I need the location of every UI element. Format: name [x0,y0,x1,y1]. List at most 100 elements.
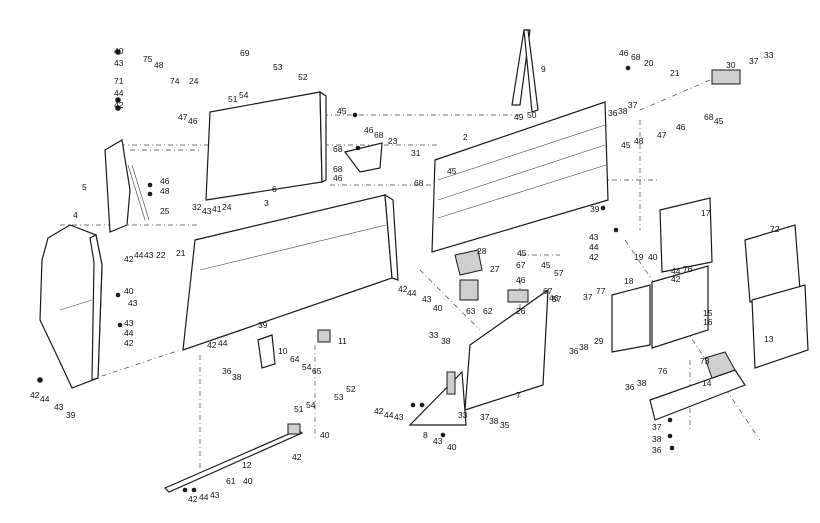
label-49: 49 [514,112,524,122]
label-43: 43 [114,58,124,68]
label-65: 65 [312,366,322,376]
label-44-b: 44 [134,250,144,260]
label-44-f: 44 [199,492,209,502]
part-4-side-panel [39,224,103,389]
label-36-d: 36 [625,382,635,392]
label-42-b: 42 [124,254,134,264]
label-44: 44 [114,88,124,98]
label-18: 18 [624,276,634,286]
label-40-e: 40 [433,303,443,313]
label-38-b: 38 [441,336,451,346]
label-10: 10 [278,346,288,356]
label-39-c: 39 [590,204,600,214]
part-28-bracket [454,249,483,276]
label-19: 19 [634,252,644,262]
label-43-d: 43 [128,298,138,308]
label-45: 45 [337,106,347,116]
label-46-e: 46 [516,275,526,285]
label-11: 11 [338,336,347,346]
label-50: 50 [527,110,537,120]
label-39: 39 [66,410,76,420]
label-38-e: 38 [579,342,589,352]
label-62: 62 [483,306,493,316]
part-30-cap [711,69,741,85]
label-41: 41 [212,204,222,214]
label-44-j: 44 [671,266,681,276]
label-27: 27 [490,264,500,274]
part-15-panel [651,265,709,349]
label-21-b: 21 [670,68,680,78]
label-42-c: 42 [124,338,134,348]
label-61: 61 [226,476,236,486]
part-3-main-panel [182,193,399,351]
label-69: 69 [240,48,250,58]
label-53-b: 53 [334,392,344,402]
label-28: 28 [477,246,487,256]
part-12-rod [163,423,304,493]
label-74: 74 [170,76,180,86]
label-52: 52 [298,72,308,82]
label-48: 48 [154,60,164,70]
label-68-e: 68 [631,52,641,62]
label-43-h: 43 [422,294,432,304]
label-54-b: 54 [302,362,312,372]
part-17-panel [659,197,713,273]
label-29: 29 [594,336,604,346]
label-68-b: 68 [374,130,384,140]
label-68-d: 68 [414,178,424,188]
label-45-e: 45 [621,140,631,150]
label-63: 63 [466,306,476,316]
label-44-c: 44 [124,328,134,338]
label-15: 15 [703,308,713,318]
label-36: 36 [222,366,232,376]
label-9: 9 [541,64,546,74]
label-42-j: 42 [589,252,599,262]
label-40-d: 40 [243,476,253,486]
label-46-c: 46 [364,125,374,135]
label-44-i: 44 [589,242,599,252]
label-43-e: 43 [124,318,134,328]
label-46-d: 46 [333,173,343,183]
label-2: 2 [463,132,468,142]
part-9-strap [511,29,539,113]
label-38-c: 38 [489,416,499,426]
label-16: 16 [703,317,713,327]
label-44-d: 44 [40,394,50,404]
label-44-g: 44 [407,288,417,298]
part-8-plate [408,370,467,426]
label-54-c: 54 [306,400,316,410]
label-40-f: 40 [447,442,457,452]
label-24-b: 24 [222,202,232,212]
label-37: 37 [480,412,490,422]
label-43-i: 43 [394,412,404,422]
label-77: 77 [596,286,606,296]
label-36-b: 36 [608,108,618,118]
label-46: 46 [188,116,198,126]
label-44-e: 44 [218,338,228,348]
label-48-b: 48 [160,186,170,196]
label-53: 53 [273,62,283,72]
label-40-c: 40 [320,430,330,440]
label-46-b: 46 [160,176,170,186]
label-68-f: 68 [704,112,714,122]
label-40: 40 [114,46,124,56]
label-42-h: 42 [398,284,408,294]
fasteners [37,49,675,493]
label-46-h: 46 [676,122,686,132]
label-42-d: 42 [30,390,40,400]
label-23: 23 [388,136,398,146]
label-42-g: 42 [188,494,198,504]
label-43-k: 43 [589,232,599,242]
label-40-g: 40 [648,252,658,262]
label-35: 35 [500,420,510,430]
label-73: 73 [700,356,710,366]
label-6: 6 [272,184,277,194]
label-39-b: 39 [258,320,268,330]
label-52-b: 52 [346,384,356,394]
label-42-i: 42 [374,406,384,416]
part-7-lower-panel [464,288,549,411]
label-20: 20 [644,58,654,68]
label-36-e: 36 [652,445,662,455]
label-45-c: 45 [517,248,527,258]
